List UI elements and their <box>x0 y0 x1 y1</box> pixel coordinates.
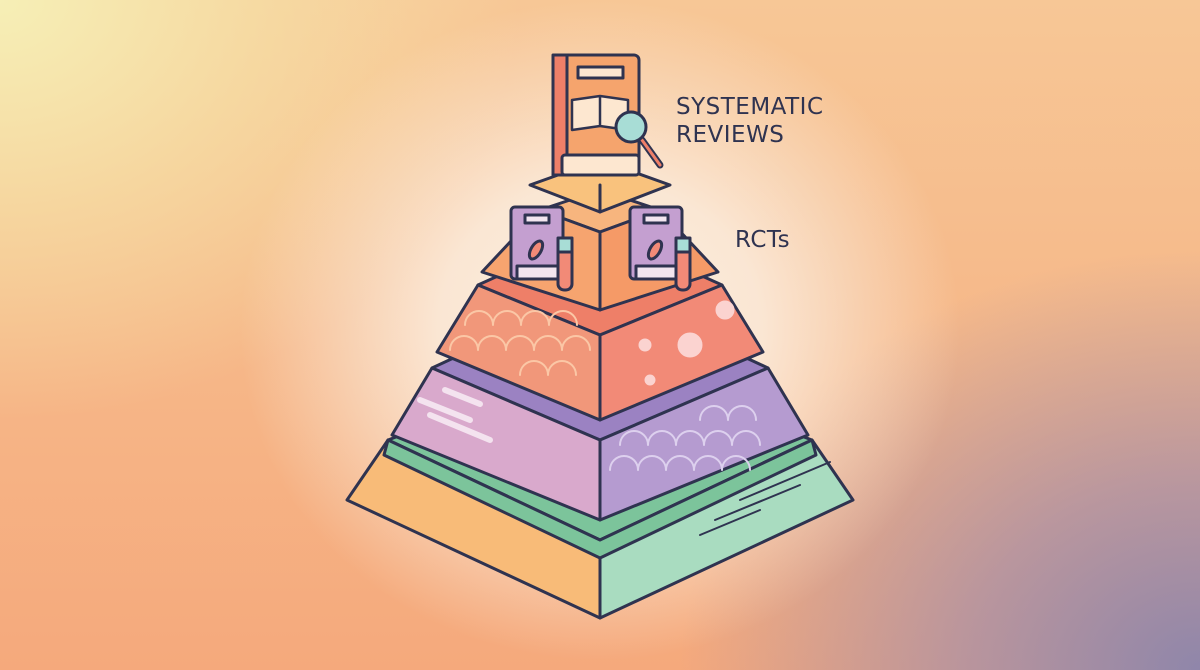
wave-pattern <box>449 310 591 376</box>
rct-book-right-icon <box>628 205 692 292</box>
wave-pattern <box>609 405 761 471</box>
pyramid-tier-3 <box>435 228 765 422</box>
rct-book-left-icon <box>509 205 574 292</box>
systematic-reviews-label: SYSTEMATIC REVIEWS <box>676 93 824 149</box>
book-magnifier-icon <box>551 53 664 177</box>
blossom-pattern <box>638 300 735 386</box>
cloud-pattern <box>699 461 831 536</box>
rcts-label: RCTs <box>735 227 791 253</box>
label-line-2: REVIEWS <box>676 122 785 148</box>
cloud-pattern <box>417 387 493 443</box>
label-line-1: SYSTEMATIC <box>676 94 824 120</box>
